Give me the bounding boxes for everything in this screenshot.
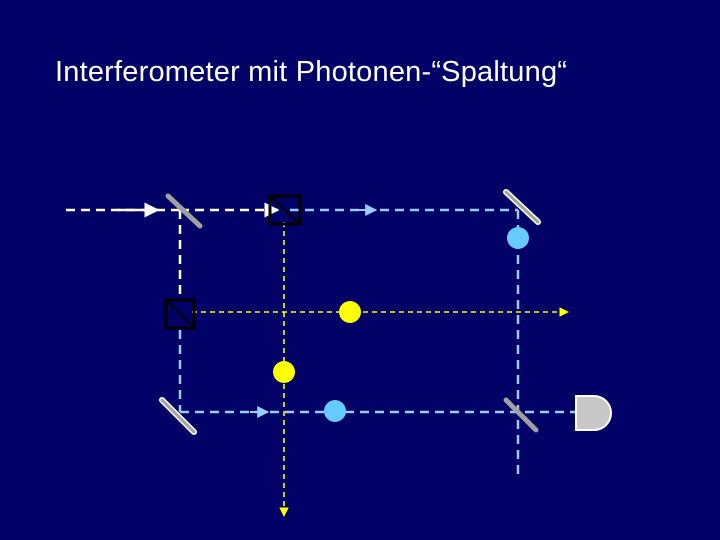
yellow-photon: [339, 301, 361, 323]
nonlinear-crystal: [164, 194, 302, 330]
beam-splitter: [165, 193, 539, 433]
input-beam: [66, 202, 280, 300]
mirror: [159, 189, 541, 435]
yellow-photon: [273, 361, 295, 383]
blue-photon: [507, 227, 529, 249]
detector: [575, 395, 612, 431]
yellow-beam: [192, 222, 569, 517]
blue-photon: [324, 400, 346, 422]
page-title: Interferometer mit Photonen-“Spaltung“: [55, 56, 568, 88]
blue-beam: [178, 208, 580, 480]
